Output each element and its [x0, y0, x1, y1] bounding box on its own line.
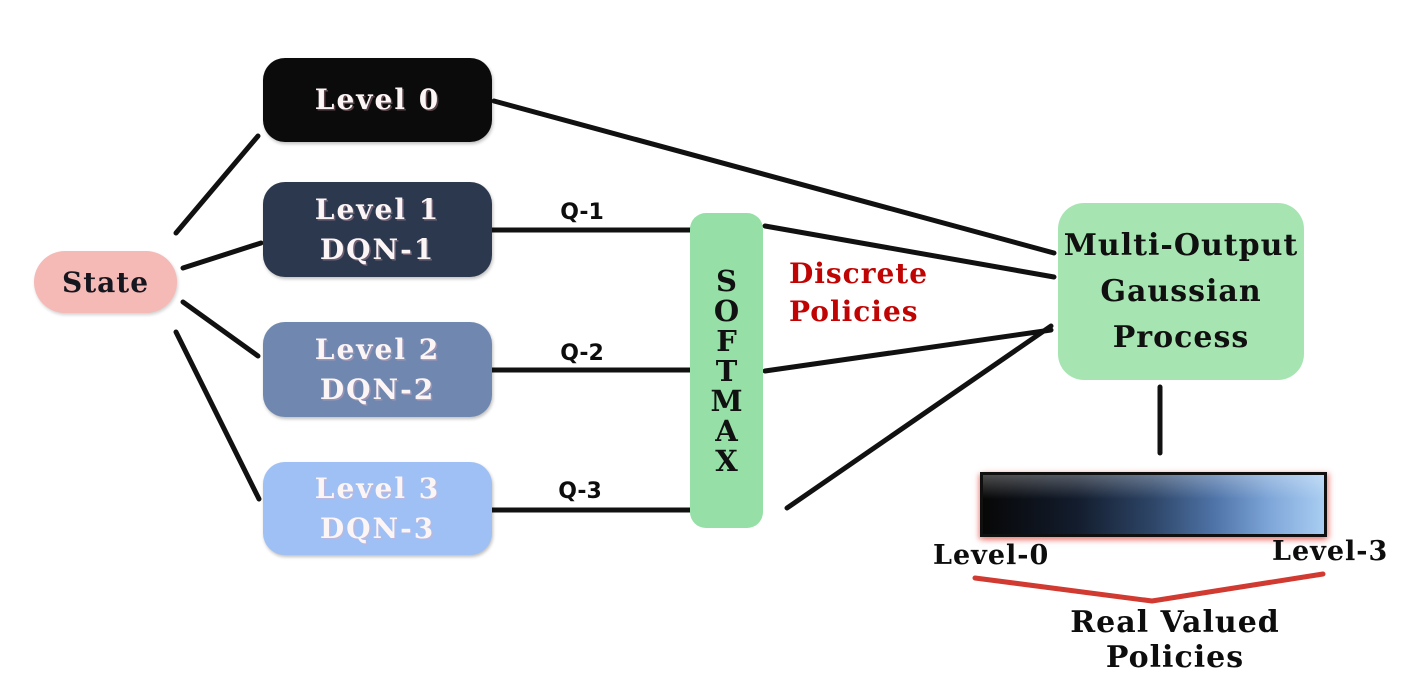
level0-label: Level 0 — [314, 83, 441, 116]
edge-softmax-gaussian-3 — [784, 323, 1054, 511]
edge-state-level1 — [180, 240, 264, 271]
gaussian-line2: Gaussian — [1100, 273, 1262, 309]
state-node: State — [34, 251, 177, 313]
level0-node: Level 0 — [263, 58, 492, 142]
level2-label: Level 2 — [314, 332, 441, 366]
level1-dqn1-node: Level 1 DQN-1 — [263, 182, 492, 277]
edge-state-level2 — [180, 299, 261, 359]
gradient-bar-right-label: Level-3 — [1272, 536, 1389, 567]
edge-level0-gaussian — [491, 98, 1057, 256]
gradient-bar-left-label: Level-0 — [933, 540, 1050, 571]
red-brace-real-valued — [972, 571, 1326, 604]
edge-softmax-gaussian-1 — [762, 223, 1057, 280]
edge-state-level0 — [173, 133, 261, 236]
level1-sublabel: DQN-1 — [319, 232, 436, 266]
level3-label: Level 3 — [314, 471, 441, 505]
q2-edge-label: Q-2 — [560, 341, 604, 366]
gaussian-line1: Multi-Output — [1063, 227, 1299, 263]
level2-dqn2-node: Level 2 DQN-2 — [263, 322, 492, 417]
level-gradient-bar — [980, 472, 1327, 537]
real-valued-policies-label: Real Valued Policies — [1070, 605, 1280, 675]
level3-dqn3-node: Level 3 DQN-3 — [263, 462, 492, 555]
discrete-policies-line2: Policies — [789, 295, 919, 328]
level2-sublabel: DQN-2 — [319, 372, 436, 406]
discrete-policies-line1: Discrete — [789, 257, 929, 290]
gaussian-line3: Process — [1112, 319, 1250, 355]
q3-edge-label: Q-3 — [558, 479, 602, 504]
discrete-policies-label: Discrete Policies — [789, 255, 928, 331]
level3-sublabel: DQN-3 — [319, 511, 436, 545]
q1-edge-label: Q-1 — [560, 200, 604, 225]
level1-label: Level 1 — [314, 192, 441, 226]
multi-output-gaussian-process-node: Multi-Output Gaussian Process — [1058, 203, 1304, 380]
edge-state-level3 — [173, 329, 262, 502]
edge-softmax-gaussian-2 — [762, 327, 1054, 374]
state-label: State — [61, 265, 150, 299]
